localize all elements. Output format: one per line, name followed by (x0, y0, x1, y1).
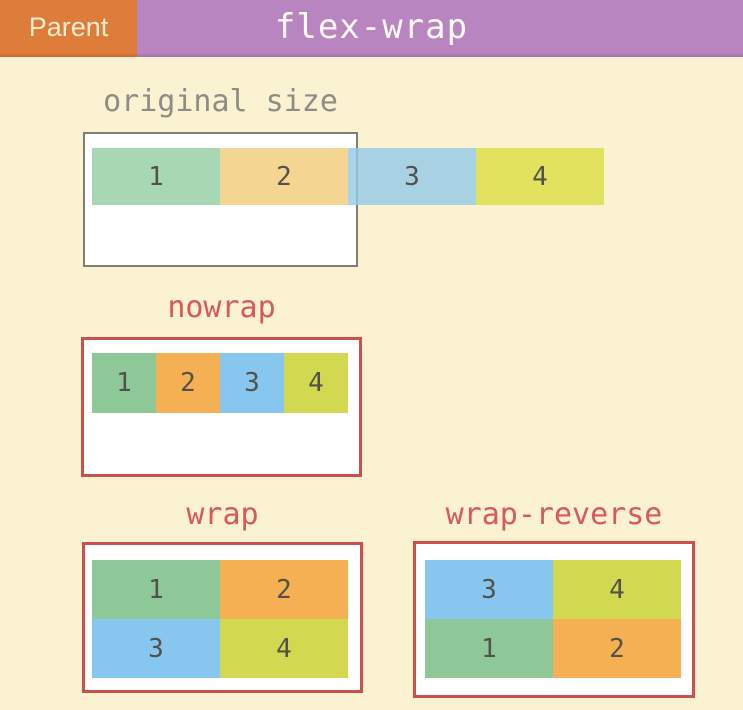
flex-item-2: 2 (220, 148, 348, 205)
flex-item-1: 1 (92, 353, 156, 413)
flex-item-2: 2 (553, 619, 681, 678)
wrap-reverse-label: wrap-reverse (445, 497, 663, 532)
flex-item-3: 3 (425, 560, 553, 619)
original-size-label: original size (103, 84, 338, 119)
flex-item-3: 3 (220, 353, 284, 413)
page-title: flex-wrap (274, 7, 469, 47)
flex-item-4: 4 (553, 560, 681, 619)
nowrap-label: nowrap (167, 290, 276, 325)
wrap-label: wrap (186, 497, 259, 532)
flex-item-2: 2 (156, 353, 220, 413)
flex-item-3: 3 (348, 148, 476, 205)
flex-item-4: 4 (284, 353, 348, 413)
flex-item-2: 2 (220, 560, 348, 619)
flex-item-4: 4 (220, 619, 348, 678)
flex-item-1: 1 (92, 148, 220, 205)
flex-item-1: 1 (92, 560, 220, 619)
parent-tab: Parent (0, 0, 137, 57)
flex-item-3: 3 (92, 619, 220, 678)
flex-item-4: 4 (476, 148, 604, 205)
flex-item-1: 1 (425, 619, 553, 678)
parent-tab-label: Parent (28, 11, 109, 42)
header-bar: flex-wrap Parent (0, 0, 743, 57)
